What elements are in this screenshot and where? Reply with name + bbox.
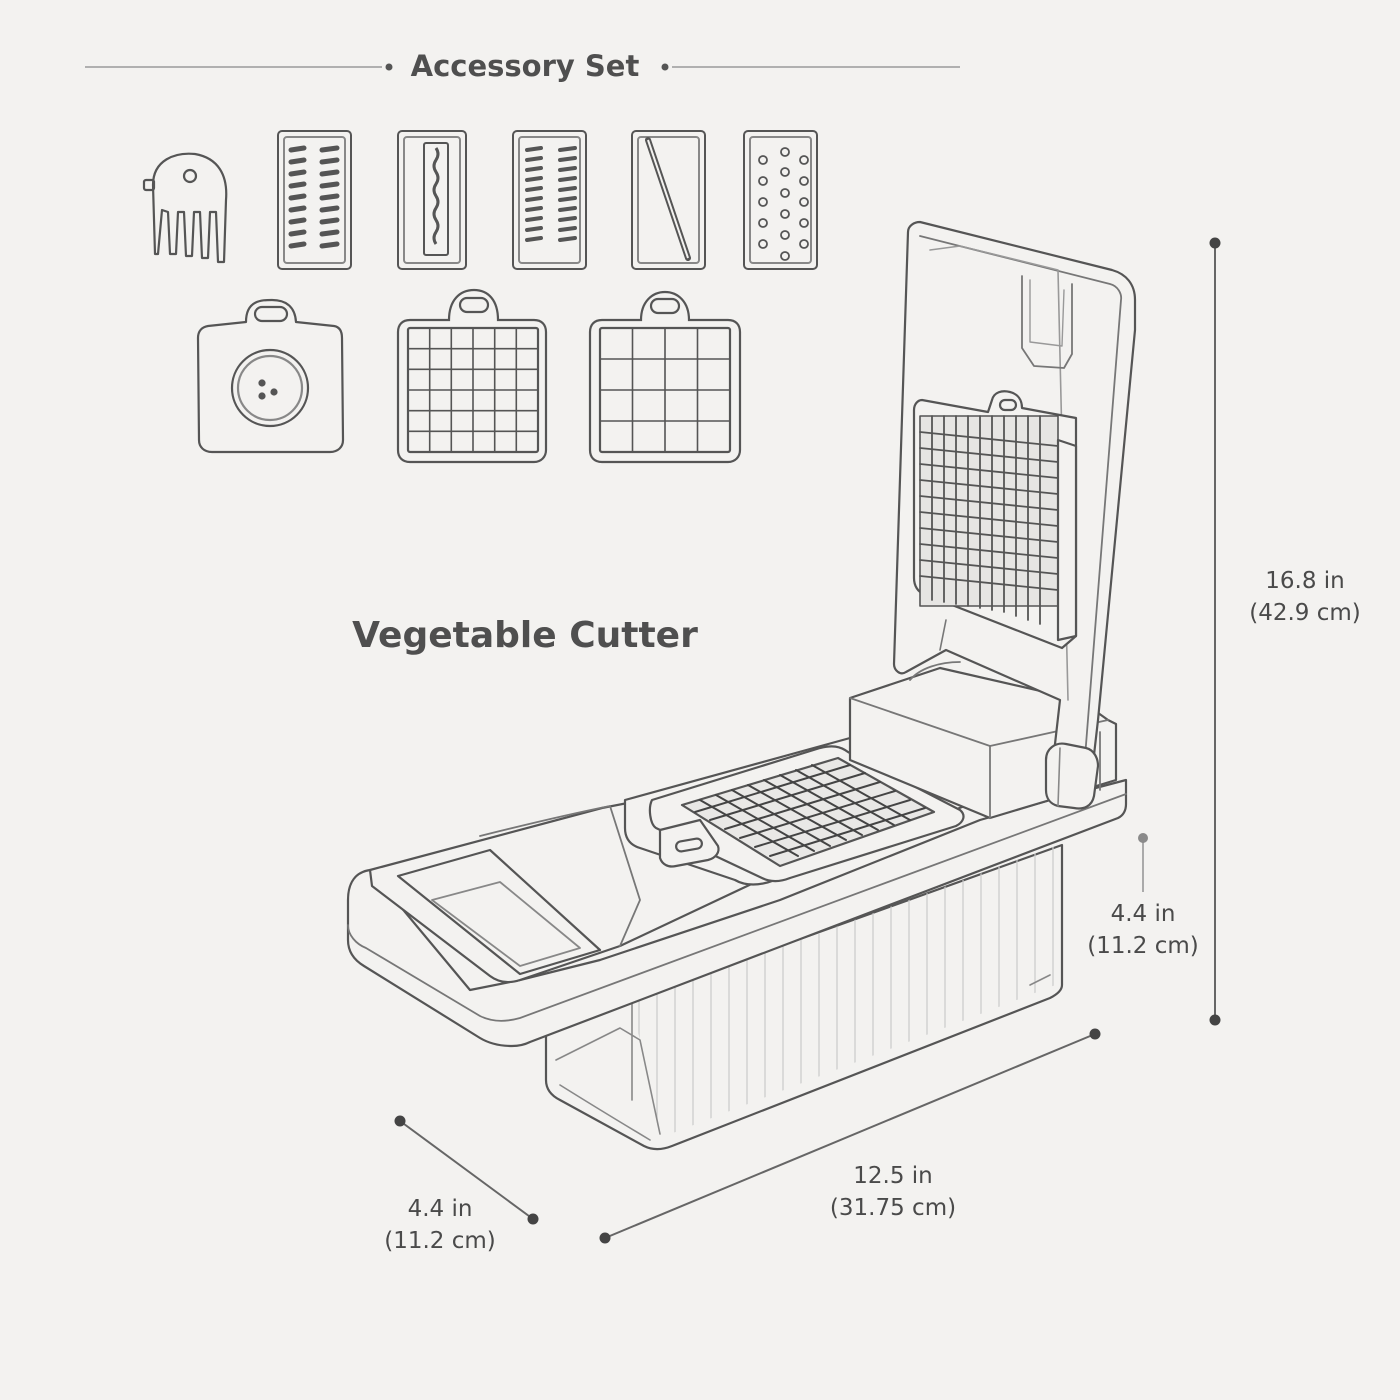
spiral-insert-icon [196,298,345,454]
accessory-set-title: Accessory Set [410,49,640,83]
cutting-tray [623,736,982,886]
container-height-metric: (11.2 cm) [1087,933,1199,959]
width-label: 4.4 in (11.2 cm) [365,1193,515,1257]
length-metric: (31.75 cm) [829,1195,957,1221]
small-dicing-grid-icon [396,288,548,464]
width-line [399,1120,534,1220]
width-metric: (11.2 cm) [384,1228,496,1254]
total-height-imperial: 16.8 in [1265,568,1345,594]
length-imperial: 12.5 in [853,1163,933,1189]
wavy-slicer-blade-icon [397,130,467,270]
container-height-label: 4.4 in (11.2 cm) [1068,898,1218,962]
straight-slicer-blade-icon [631,130,706,270]
lid-pusher-grid [912,390,1078,650]
grater-blade-icon [743,130,818,270]
width-imperial: 4.4 in [407,1196,473,1222]
vegetable-cutter-illustration [346,220,1137,1151]
fine-julienne-blade-icon [512,130,587,270]
length-label: 12.5 in (31.75 cm) [803,1160,983,1224]
container-height-imperial: 4.4 in [1110,901,1176,927]
total-height-metric: (42.9 cm) [1249,600,1361,626]
header-dot-left [385,63,393,71]
storage-container [544,843,1064,1151]
total-height-label: 16.8 in (42.9 cm) [1230,565,1380,629]
coarse-julienne-blade-icon [277,130,352,270]
product-title: Vegetable Cutter [352,615,698,656]
large-dicing-grid-icon [588,290,742,464]
header-dot-right [661,63,669,71]
dimension-lines [399,243,1216,1239]
length-line [604,1033,1096,1239]
cleaning-comb-icon [142,152,228,264]
dimension-endpoints [394,237,1221,1244]
